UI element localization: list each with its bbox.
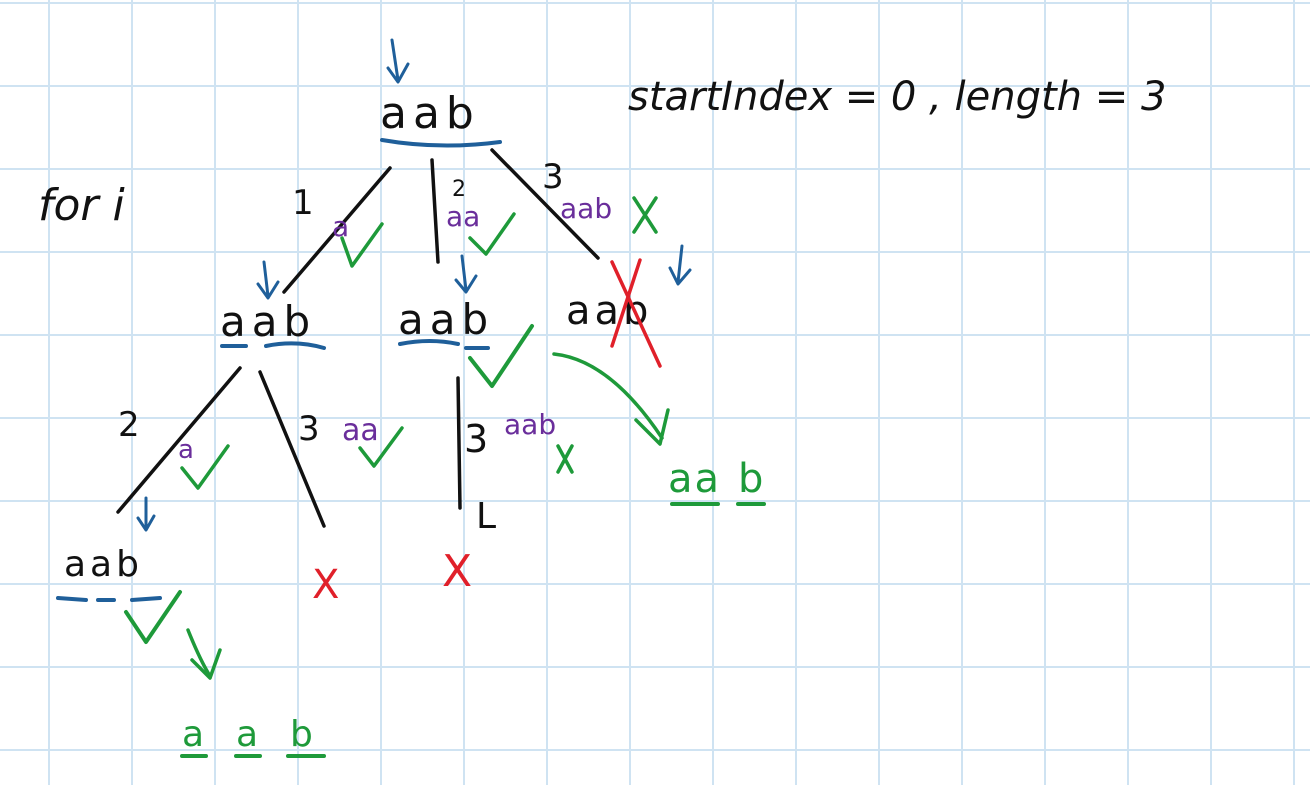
arrowhead-right-result-icon xyxy=(634,408,670,446)
level2-pointer-arrow-icon xyxy=(136,496,156,532)
edge-piece-left-left: a xyxy=(178,435,194,465)
edge-num-mid: 2 xyxy=(452,177,466,202)
edge-piece-mid: aa xyxy=(446,200,480,233)
edge-root-right xyxy=(490,148,600,260)
level1-mid-node: aab xyxy=(398,254,534,388)
loop-label: for i xyxy=(38,180,125,231)
root-pointer-arrow-icon xyxy=(386,38,410,84)
mark-l: L xyxy=(476,496,496,537)
edge-num-left-left: 2 xyxy=(118,405,140,445)
check-level1-mid-icon xyxy=(468,324,534,388)
edge-piece-left: a xyxy=(332,210,349,243)
level1-mid-label: aab xyxy=(398,295,494,344)
cross-green-right-icon xyxy=(632,196,658,234)
result-right: aa b xyxy=(668,456,766,506)
level1-left-underline xyxy=(220,341,326,350)
edge-piece-mid-down: aab xyxy=(504,408,556,441)
level1-right-label: aab xyxy=(566,288,652,334)
arrow-to-right-result xyxy=(552,352,664,440)
result-bottom-part-3: b xyxy=(290,714,313,755)
result-bottom-part-2: a xyxy=(236,714,258,755)
level2-left-underline xyxy=(56,596,162,602)
result-right-part-1: aa xyxy=(668,456,721,502)
level1-mid-underline xyxy=(398,339,490,350)
edge-root-left xyxy=(282,166,392,294)
edge-num-left: 1 xyxy=(292,183,314,223)
root-underline xyxy=(380,138,502,148)
cross-green-mid-down-icon xyxy=(556,444,574,474)
check-mid-icon xyxy=(468,212,516,256)
cross-red-level1-right-icon xyxy=(610,258,662,368)
check-left-right-icon xyxy=(358,426,404,468)
edge-num-mid-down: 3 xyxy=(464,417,488,461)
root-node-label: aab xyxy=(380,88,480,139)
right-pointer-arrow-icon xyxy=(668,244,692,286)
level1-left-label: aab xyxy=(220,297,316,346)
root-node: aab xyxy=(380,38,502,148)
edge-num-right: 3 xyxy=(542,157,564,197)
result-left-right-x: X xyxy=(312,562,339,608)
edge-left-left xyxy=(116,366,242,514)
edge-piece-left-right: aa xyxy=(342,413,379,448)
check-left-left-icon xyxy=(180,444,230,490)
edge-num-left-right: 3 xyxy=(298,409,320,449)
result-mid-down-x: X xyxy=(442,546,472,597)
mid-pointer-arrow-icon xyxy=(454,254,478,294)
result-right-part-2: b xyxy=(738,456,763,502)
result-bottom-part-1: a xyxy=(182,714,204,755)
left-pointer-arrow-icon xyxy=(256,260,280,300)
level1-right-node: aab xyxy=(566,244,692,368)
result-bottom: a a b xyxy=(180,714,326,758)
check-level2-left-icon xyxy=(124,590,182,644)
header-start-index-length: startIndex = 0 , length = 3 xyxy=(628,74,1166,120)
arrowhead-bottom-result-icon xyxy=(190,648,222,680)
check-left-icon xyxy=(340,222,384,268)
edge-left-right xyxy=(258,370,326,528)
edge-piece-right: aab xyxy=(560,192,612,225)
edge-mid-down xyxy=(456,376,462,510)
edge-root-mid xyxy=(430,158,440,264)
level2-left-label: aab xyxy=(64,544,143,585)
level2-left-node: aab xyxy=(56,496,182,644)
level1-left-node: aab xyxy=(220,260,326,350)
arrow-to-bottom-result xyxy=(186,628,212,678)
